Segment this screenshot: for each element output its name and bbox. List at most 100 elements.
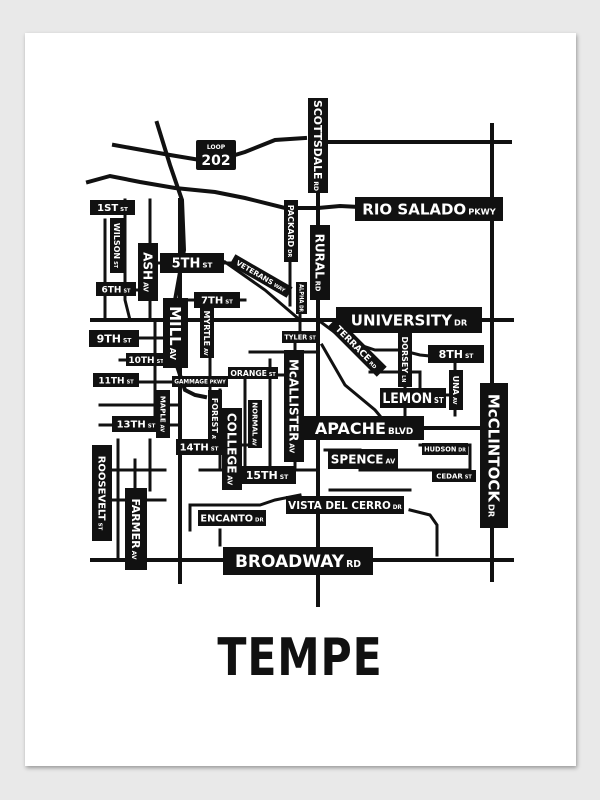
street-suffix-hudson: DR — [458, 447, 466, 453]
street-name-vista: VISTA DEL CERRO — [288, 499, 391, 512]
terrace-road — [319, 342, 393, 431]
label-text-farmer: FARMERAV — [129, 498, 142, 559]
street-name-dorsey: DORSEY — [400, 337, 409, 374]
label-myrtle: MYRTLEAV — [200, 308, 214, 358]
label-box-college — [222, 408, 242, 490]
street-name-orange: ORANGE — [230, 369, 267, 378]
street-name-rio_salado: RIO SALADO — [362, 200, 466, 218]
street-name-forest: FOREST — [210, 398, 219, 434]
label-box-terrace — [327, 317, 387, 377]
shield-number-label: 202 — [201, 153, 230, 169]
street-name-cedar: CEDAR — [436, 473, 463, 481]
label-box-thirteenth — [112, 416, 160, 432]
street-suffix-dorsey: LN — [400, 375, 406, 382]
label-box-myrtle — [200, 308, 214, 358]
label-box-ninth — [89, 330, 139, 347]
label-text-college: COLLEGEAV — [225, 413, 239, 486]
street-suffix-tenth: ST — [157, 359, 165, 365]
label-box-packard — [284, 200, 298, 262]
street-suffix-alpha: DR — [297, 305, 303, 312]
label-box-gammage — [172, 376, 228, 387]
label-box-wilson — [110, 218, 124, 273]
street-suffix-cedar: ST — [465, 475, 473, 481]
street-name-scottsdale: SCOTTSDALE — [311, 100, 324, 179]
label-box-spence — [328, 449, 398, 469]
label-una: UNAAV — [449, 370, 463, 410]
street-name-fifteenth: 15TH — [246, 469, 278, 482]
street-name-alpha: ALPHA — [297, 284, 303, 304]
label-box-eighth — [428, 345, 484, 363]
label-box-dorsey — [398, 332, 412, 387]
street-name-farmer: FARMER — [129, 498, 142, 549]
label-text-ash: ASHAV — [141, 252, 155, 293]
label-text-maple: MAPLEAV — [158, 396, 166, 432]
street-name-packard: PACKARD — [286, 205, 295, 248]
label-veterans: VETERANSWAY — [229, 254, 293, 298]
street-suffix-mill: AV — [168, 348, 178, 361]
label-box-apache — [304, 416, 424, 440]
label-box-fifth — [160, 253, 224, 273]
label-text-forest: FORESTAV — [210, 398, 219, 443]
label-college: COLLEGEAV — [222, 408, 242, 490]
street-suffix-seventh: ST — [225, 300, 233, 306]
label-box-cedar — [432, 470, 476, 482]
label-box-mill — [163, 298, 188, 368]
street-suffix-veterans: WAY — [272, 283, 286, 295]
poster-title: TEMPE — [217, 628, 383, 688]
loop-202-shield: LOOP 202 — [196, 140, 236, 170]
street-name-first: 1ST — [97, 203, 118, 214]
label-box-tyler — [282, 331, 318, 343]
street-suffix-maple: AV — [158, 425, 164, 433]
label-box-sixth — [96, 282, 136, 296]
street-suffix-college: AV — [226, 475, 234, 486]
street-suffix-ninth: ST — [123, 337, 132, 344]
label-text-mill: MILLAV — [166, 306, 184, 360]
street-suffix-sixth: ST — [123, 288, 131, 294]
street-suffix-scottsdale: RD — [312, 181, 319, 191]
label-box-normal — [248, 400, 262, 448]
label-mcclintock: McCLINTOCKDR — [480, 383, 508, 528]
label-text-dorsey: DORSEYLN — [400, 337, 409, 383]
street-name-ash: ASH — [141, 252, 155, 280]
street-suffix-mcallister: AV — [288, 443, 296, 454]
label-box-vista — [286, 496, 404, 514]
street-suffix-myrtle: AV — [202, 348, 208, 356]
label-normal: NORMALAV — [248, 400, 262, 448]
encanto-road — [188, 493, 302, 532]
label-box-hudson — [422, 443, 468, 455]
street-name-roosevelt: ROOSEVELT — [95, 456, 106, 521]
street-suffix-mcclintock: DR — [487, 504, 497, 518]
label-text-una: UNAAV — [451, 376, 460, 405]
street-suffix-encanto: DR — [255, 518, 264, 524]
street-name-normal: NORMAL — [250, 402, 258, 437]
street-suffix-vista: DR — [393, 505, 403, 511]
label-box-mcclintock — [480, 383, 508, 528]
street-suffix-eighth: ST — [465, 353, 474, 360]
street-name-tyler: TYLER — [284, 333, 308, 341]
label-text-myrtle: MYRTLEAV — [202, 311, 211, 356]
street-name-spence: SPENCE — [331, 452, 384, 466]
label-wilson: WILSONST — [110, 218, 124, 273]
